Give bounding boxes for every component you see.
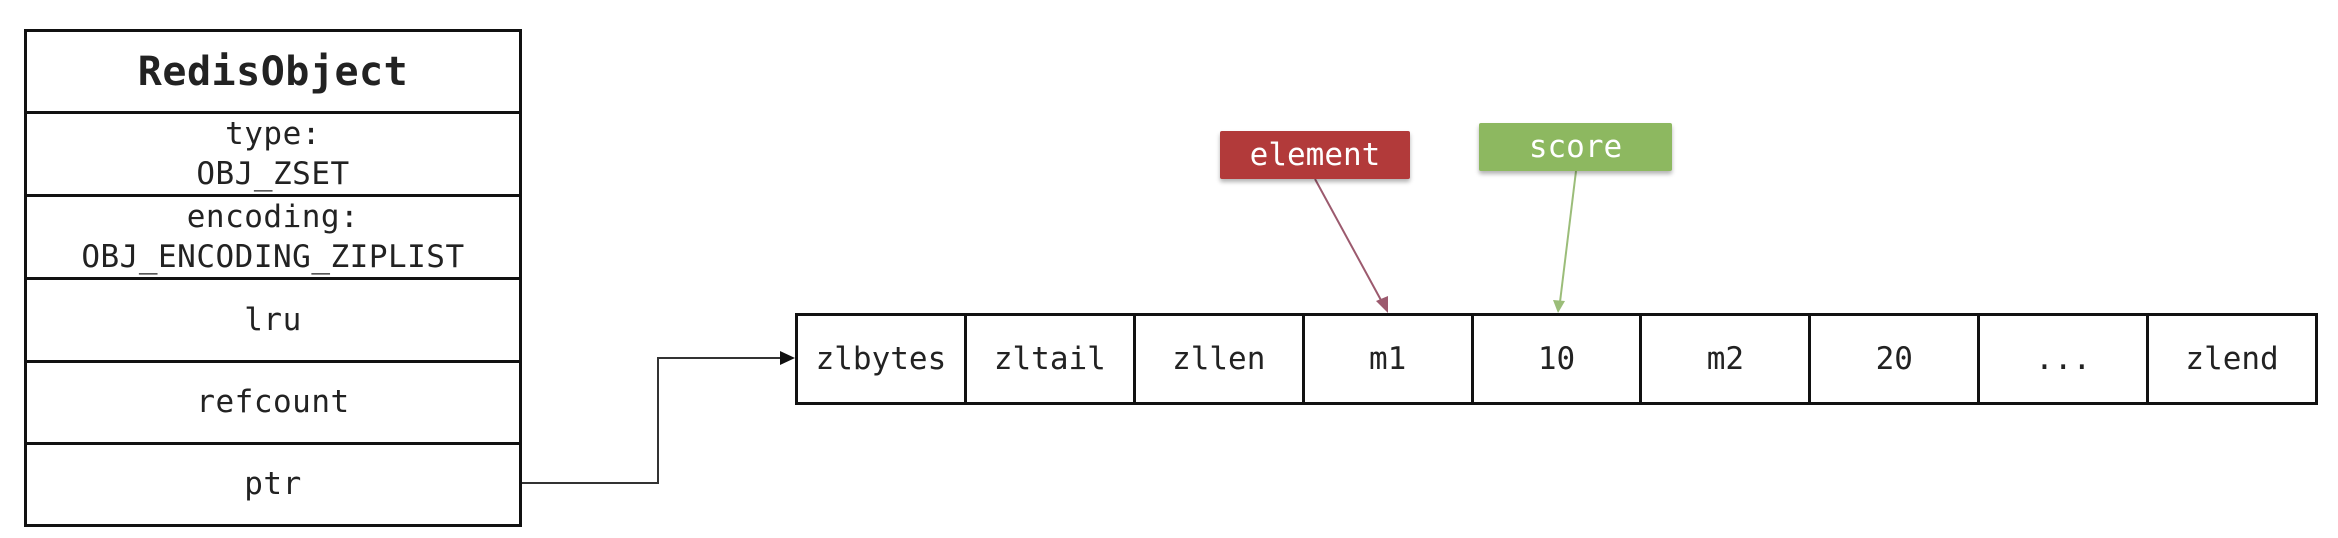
field-type-label: type: xyxy=(225,116,321,153)
ziplist-cell-ellipsis: ... xyxy=(1977,316,2146,402)
ziplist-row: zlbytes zltail zllen m1 10 m2 20 ... zle… xyxy=(795,313,2318,405)
field-type: type: OBJ_ZSET xyxy=(27,111,519,194)
field-encoding-value: OBJ_ENCODING_ZIPLIST xyxy=(81,239,465,276)
field-ptr-label: ptr xyxy=(244,466,302,503)
redis-object-title-text: RedisObject xyxy=(137,48,409,95)
ziplist-cell-zlbytes: zlbytes xyxy=(815,341,947,377)
field-lru-label: lru xyxy=(244,301,302,338)
ziplist-cell-score-10: 10 xyxy=(1470,316,1640,402)
ziplist-cell-m1: m1 xyxy=(1301,316,1471,402)
ptr-connector xyxy=(522,357,782,484)
ziplist-cell-zllen: zllen xyxy=(1132,316,1302,402)
element-label: element xyxy=(1220,131,1410,179)
field-type-value: OBJ_ZSET xyxy=(196,156,350,193)
redis-object-box: RedisObject type: OBJ_ZSET encoding: OBJ… xyxy=(24,29,522,527)
ziplist-cell-zltail: zltail xyxy=(963,316,1133,402)
ziplist-cell-zlend: zlend xyxy=(2146,316,2315,402)
field-lru: lru xyxy=(27,277,519,359)
ziplist-cell-m2: m2 xyxy=(1639,316,1808,402)
field-encoding-label: encoding: xyxy=(186,199,360,236)
score-arrowhead xyxy=(1553,300,1565,313)
ziplist-cell-score-20: 20 xyxy=(1808,316,1977,402)
field-refcount: refcount xyxy=(27,359,519,442)
ptr-arrowhead xyxy=(780,351,795,365)
field-encoding: encoding: OBJ_ENCODING_ZIPLIST xyxy=(27,194,519,277)
redis-object-title: RedisObject xyxy=(27,32,519,111)
field-refcount-label: refcount xyxy=(196,384,350,421)
field-ptr: ptr xyxy=(27,441,519,524)
element-arrowhead xyxy=(1376,296,1388,313)
element-connector xyxy=(1314,178,1383,303)
score-connector xyxy=(1559,170,1577,303)
score-label: score xyxy=(1479,123,1672,171)
